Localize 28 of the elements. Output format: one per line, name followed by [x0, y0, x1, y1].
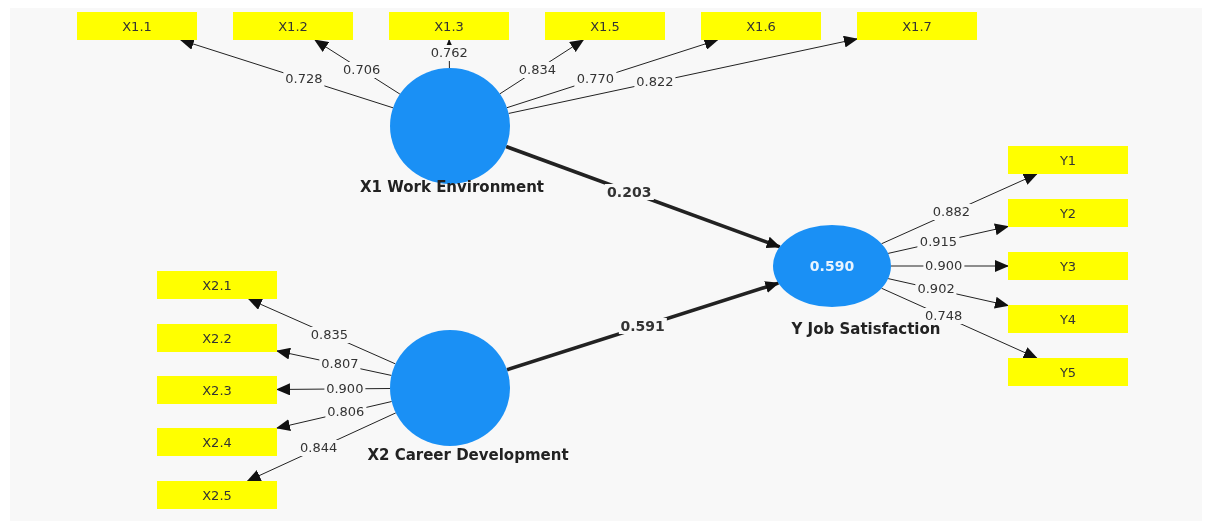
edge-label: 0.748: [923, 308, 965, 325]
edge-label: 0.915: [917, 234, 960, 251]
indicator-box: Y2: [1008, 199, 1128, 227]
indicator-box: Y4: [1008, 305, 1128, 333]
indicator-box: X2.3: [157, 376, 277, 404]
indicator-box: X2.4: [157, 428, 277, 456]
edge-label: 0.770: [574, 71, 616, 88]
edge-label: 0.882: [930, 204, 973, 221]
indicator-box: X1.6: [701, 12, 821, 40]
indicator-box: X1.1: [77, 12, 197, 40]
indicator-box: X2.5: [157, 481, 277, 509]
indicator-box: X1.3: [389, 12, 509, 40]
indicator-box: Y1: [1008, 146, 1128, 174]
indicator-box: X1.7: [857, 12, 977, 40]
edge-label: 0.728: [283, 71, 325, 88]
edge-label: 0.806: [325, 404, 367, 421]
edge-label: 0.807: [319, 356, 361, 373]
edge-label: 0.591: [618, 318, 667, 335]
indicator-box: X1.5: [545, 12, 665, 40]
indicator-box: X1.2: [233, 12, 353, 40]
edge-label: 0.902: [915, 281, 957, 298]
construct-label: X1 Work Environment: [360, 178, 544, 196]
edge-label: 0.844: [298, 440, 340, 457]
indicator-box: X2.2: [157, 324, 277, 352]
indicator-box: Y3: [1008, 252, 1128, 280]
indicator-box: X2.1: [157, 271, 277, 299]
construct-label: X2 Career Development: [367, 446, 569, 464]
indicator-box: Y5: [1008, 358, 1128, 386]
